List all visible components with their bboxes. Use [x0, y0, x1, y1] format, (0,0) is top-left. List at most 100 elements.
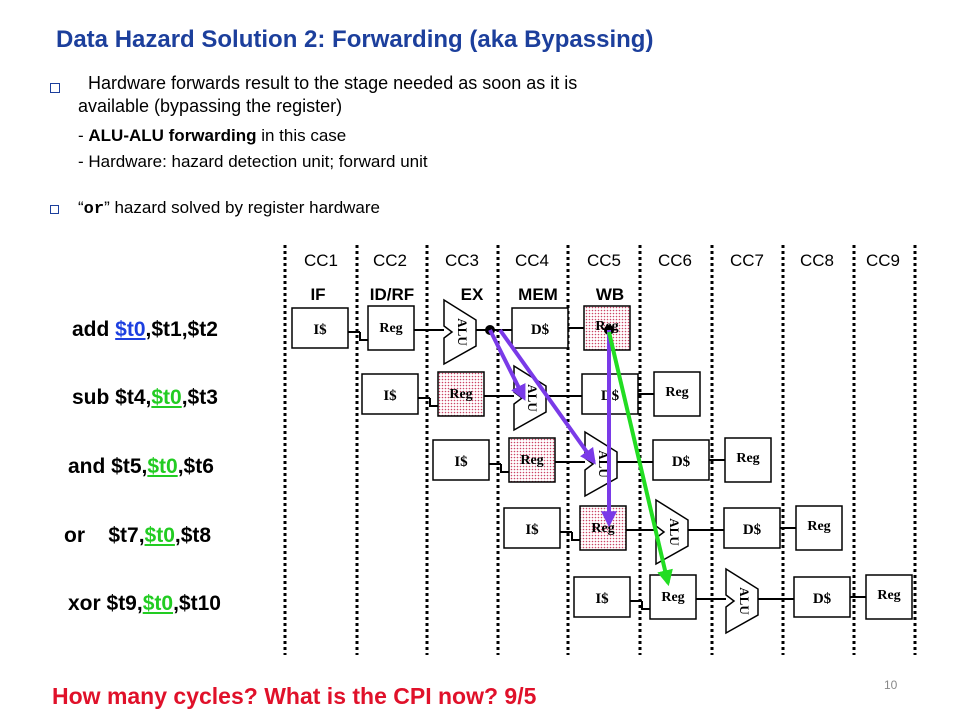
- alu-label: ALU: [737, 587, 752, 615]
- connector: [560, 531, 580, 541]
- clock-cycle-label: CC7: [730, 251, 764, 270]
- instruction-add: add $t0,$t1,$t2: [72, 318, 218, 342]
- stage-label: IF: [310, 285, 325, 304]
- connector: [489, 463, 509, 473]
- instruction-or: or $t7,$t0,$t8: [64, 524, 211, 548]
- bullet-1-line-2: available (bypassing the register): [78, 96, 343, 116]
- clock-cycle-label: CC9: [866, 251, 900, 270]
- instr-operands: ,$t3: [181, 386, 218, 409]
- alu: [443, 298, 477, 366]
- connector: [418, 397, 438, 407]
- slide-title: Data Hazard Solution 2: Forwarding (aka …: [56, 26, 654, 53]
- cpi-question: How many cycles? What is the CPI now? 9/…: [52, 683, 537, 709]
- instr-op: or $t7,: [64, 524, 145, 547]
- instr-operands: ,$t6: [177, 455, 214, 478]
- imem-label: I$: [595, 591, 609, 607]
- reg-label: Reg: [379, 321, 402, 336]
- dmem-label: D$: [531, 322, 550, 338]
- instr-operands: ,$t10: [173, 592, 221, 615]
- page-number: 10: [884, 678, 898, 692]
- reg-label: Reg: [520, 453, 543, 468]
- source-register: $t0: [151, 386, 182, 409]
- reg-label: Reg: [807, 519, 830, 534]
- data-memory: [723, 507, 781, 549]
- register-file-read: [437, 371, 485, 417]
- register-file-write: [795, 505, 843, 551]
- imem-label: I$: [454, 454, 468, 470]
- register-file-write: [653, 371, 701, 417]
- dmem-label: D$: [813, 591, 832, 607]
- instr-operands: ,$t1,$t2: [145, 318, 218, 341]
- alu-forwarding-bold: ALU-ALU forwarding: [88, 126, 257, 145]
- instruction-sub: sub $t4,$t0,$t3: [72, 386, 218, 410]
- instruction-and: and $t5,$t0,$t6: [68, 455, 214, 479]
- forward-arrow-alu-to-sub: [488, 329, 526, 401]
- reg-label: Reg: [736, 451, 759, 466]
- instruction-memory: [503, 507, 561, 549]
- reg-label: Reg: [591, 521, 614, 536]
- stage-label: MEM: [518, 285, 558, 304]
- instr-op: xor $t9,: [68, 592, 143, 615]
- forward-arrow-reg-to-xor: [607, 331, 673, 587]
- bullet-2: “or” hazard solved by register hardware: [78, 198, 380, 219]
- clock-cycle-label: CC3: [445, 251, 479, 270]
- or-code: or: [83, 200, 105, 219]
- quote-open: “: [78, 198, 84, 217]
- clock-cycle-label: CC4: [515, 251, 549, 270]
- instruction-memory: [573, 576, 631, 618]
- quote-close: ”: [104, 198, 110, 217]
- bullet-2-rest: hazard solved by register hardware: [109, 198, 380, 217]
- data-memory: [652, 439, 710, 481]
- imem-label: I$: [383, 388, 397, 404]
- dmem-label: D$: [743, 522, 762, 538]
- instruction-memory: [361, 373, 419, 415]
- instr-operands: ,$t8: [174, 524, 212, 547]
- instruction-memory: [291, 307, 349, 349]
- bullet-1-line-3: - ALU-ALU forwarding in this case: [78, 126, 346, 146]
- stage-label: EX: [461, 285, 484, 304]
- stage-label: ID/RF: [370, 285, 414, 304]
- bullet-marker: [50, 205, 59, 214]
- rest-text: in this case: [256, 126, 347, 145]
- forward-arrow-alu-to-and: [498, 328, 596, 465]
- dmem-label: D$: [672, 454, 691, 470]
- source-register: $t0: [147, 455, 178, 478]
- imem-label: I$: [525, 522, 539, 538]
- reg-label: Reg: [877, 588, 900, 603]
- alu: [655, 498, 689, 566]
- register-file-write: [724, 437, 772, 483]
- alu: [725, 567, 759, 635]
- instruction-xor: xor $t9,$t0,$t10: [68, 592, 221, 616]
- instr-op: sub $t4,: [72, 386, 152, 409]
- clock-cycle-label: CC8: [800, 251, 834, 270]
- data-memory: [793, 576, 851, 618]
- pipeline-row: I$ Reg ALU D$ Reg: [503, 498, 843, 566]
- register-file-read: [508, 437, 556, 483]
- alu-label: ALU: [667, 518, 682, 546]
- alu-label: ALU: [525, 384, 540, 412]
- instruction-memory: [432, 439, 490, 481]
- dest-register: $t0: [115, 318, 146, 341]
- dash: -: [78, 126, 89, 145]
- imem-label: I$: [313, 322, 327, 338]
- stage-label: WB: [596, 285, 624, 304]
- register-file-write: [865, 574, 913, 620]
- reg-label: Reg: [665, 385, 688, 400]
- clock-cycle-label: CC1: [304, 251, 338, 270]
- clock-cycle-label: CC2: [373, 251, 407, 270]
- instr-op: add: [72, 318, 116, 341]
- source-register: $t0: [144, 524, 175, 547]
- reg-label: Reg: [449, 387, 472, 402]
- alu-label: ALU: [455, 318, 470, 346]
- register-file-read: [367, 305, 415, 351]
- source-register: $t0: [142, 592, 174, 615]
- bullet-1-line-4: - Hardware: hazard detection unit; forwa…: [78, 152, 428, 171]
- clock-cycle-label: CC6: [658, 251, 692, 270]
- bullet-marker: [50, 83, 60, 93]
- bullet-1-line-1: Hardware forwards result to the stage ne…: [88, 73, 578, 93]
- connector: [630, 600, 650, 610]
